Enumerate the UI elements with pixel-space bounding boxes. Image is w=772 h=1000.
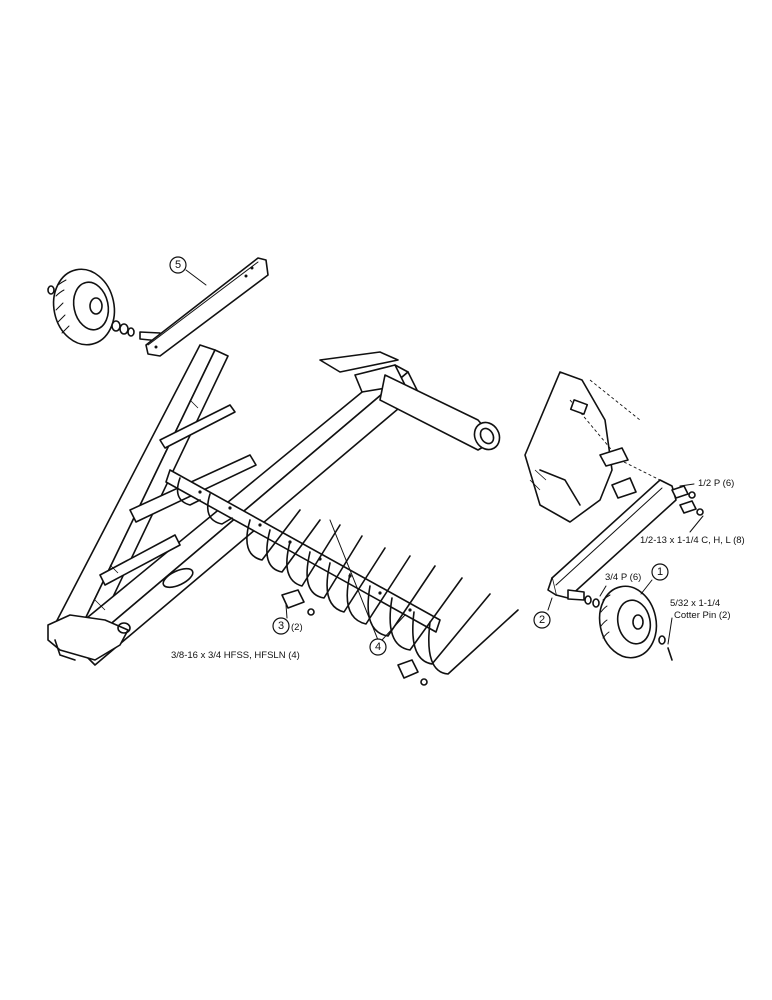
label-cotter-size: 5/32 x 1-1/4 [670, 598, 720, 609]
right-axle-bracket [547, 479, 677, 601]
upper-axle-washers [111, 320, 135, 337]
callout-3-number: 3 [278, 620, 284, 632]
upper-washer-small [47, 285, 55, 295]
callout-4-number: 4 [375, 641, 381, 653]
right-washers [584, 595, 600, 608]
callout-1: 1 [640, 563, 669, 595]
callout-2: 2 [533, 597, 553, 629]
right-bolts [671, 485, 704, 516]
callout-3-quantity: (2) [291, 622, 303, 633]
callout-1-number: 1 [657, 566, 663, 578]
callout-3: 3 (2) [272, 604, 303, 635]
upper-wheel [52, 268, 116, 346]
label-pin-three-quarter: 3/4 P (6) [605, 572, 641, 583]
cotter-pin [658, 635, 673, 661]
label-pin-half: 1/2 P (6) [698, 478, 734, 489]
label-cotter-name: Cotter Pin (2) [674, 610, 731, 621]
upper-wheel-assembly [47, 257, 269, 357]
callout-2-number: 2 [539, 614, 545, 626]
bracket-clip-lower [397, 659, 428, 686]
right-wheel [598, 585, 658, 659]
label-bolt-hfss: 3/8-16 x 3/4 HFSS, HFSLN (4) [171, 650, 300, 661]
right-frame-section [524, 371, 661, 523]
bracket-clip-upper [281, 589, 315, 616]
callout-5-number: 5 [175, 259, 181, 271]
callout-4: 4 [329, 519, 406, 656]
label-bolt-half: 1/2-13 x 1-1/4 C, H, L (8) [640, 535, 745, 546]
upper-axle-bar [139, 257, 269, 357]
callout-5: 5 [169, 256, 207, 286]
tine-bar-assembly [165, 469, 519, 675]
